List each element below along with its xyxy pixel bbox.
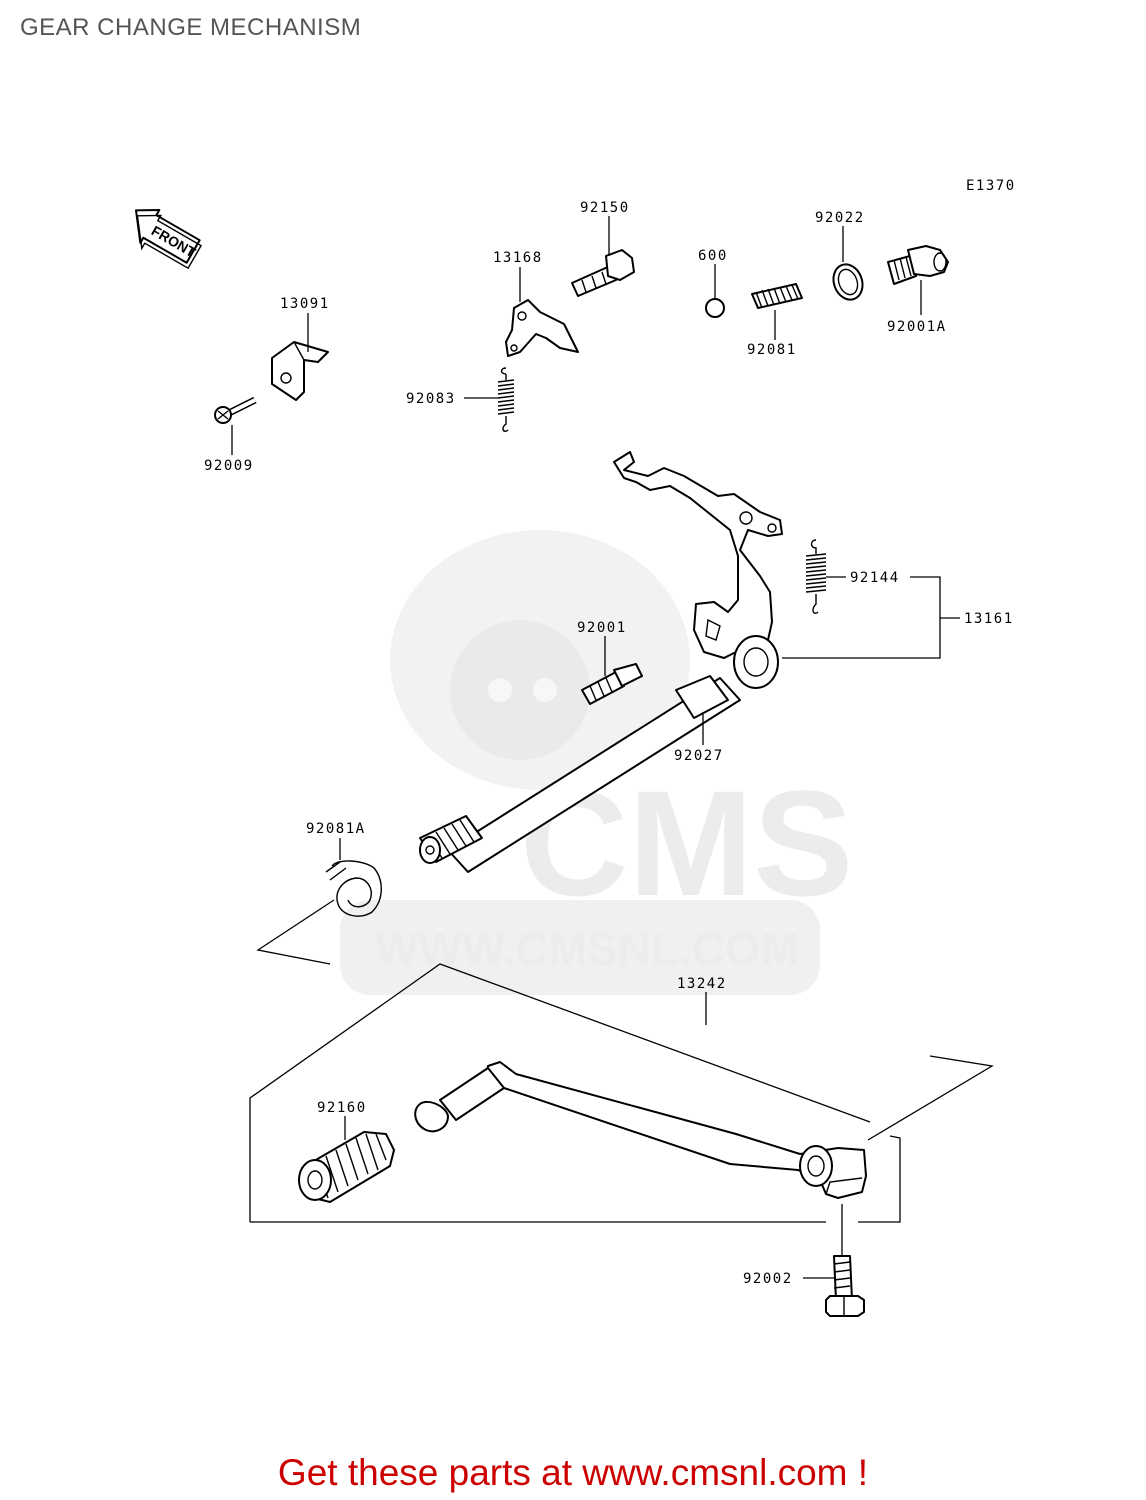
parts-diagram: CMS WWW.CMSNL.COM E1370 FRONT 13091 9200…	[135, 178, 1016, 1317]
part-92083-spring	[497, 367, 515, 433]
label-92144: 92144	[850, 570, 900, 586]
part-92001A-plug	[887, 245, 949, 285]
label-92001A: 92001A	[887, 319, 947, 335]
page-title: GEAR CHANGE MECHANISM	[20, 14, 362, 41]
watermark-url: WWW.CMSNL.COM	[375, 923, 799, 975]
label-92022: 92022	[815, 210, 865, 226]
part-600-ball	[705, 298, 725, 318]
label-92002: 92002	[743, 1271, 793, 1287]
label-92001: 92001	[577, 620, 627, 636]
part-92144-spring	[805, 539, 827, 614]
label-92009: 92009	[204, 458, 254, 474]
part-shift-pedal-lever	[414, 1061, 867, 1199]
assembly-13242-outline	[249, 899, 994, 1223]
label-92081A: 92081A	[306, 821, 366, 837]
label-13168: 13168	[493, 250, 543, 266]
label-13091: 13091	[280, 296, 330, 312]
front-arrow-icon: FRONT	[135, 209, 203, 270]
label-92083: 92083	[406, 391, 456, 407]
part-92009-screw	[214, 396, 257, 424]
label-600: 600	[698, 248, 728, 264]
part-92001-pin	[581, 663, 643, 705]
part-92160-pedal-rubber	[298, 1131, 395, 1203]
part-92150-bolt	[571, 249, 635, 297]
watermark: CMS WWW.CMSNL.COM	[340, 530, 853, 995]
part-13161-shift-shaft	[419, 451, 783, 873]
label-92027: 92027	[674, 748, 724, 764]
part-92081A-spring-clip	[325, 860, 382, 917]
label-13161: 13161	[964, 611, 1014, 627]
footer-link[interactable]: Get these parts at www.cmsnl.com !	[277, 1452, 869, 1493]
part-13168-lever	[505, 299, 579, 357]
part-13091-bracket	[271, 341, 329, 401]
diagram-code: E1370	[966, 178, 1016, 194]
label-13242: 13242	[677, 976, 727, 992]
part-92081-spring	[751, 283, 803, 309]
label-92081: 92081	[747, 342, 797, 358]
part-92002-bolt	[825, 1255, 865, 1317]
label-92160: 92160	[317, 1100, 367, 1116]
part-92022-washer	[832, 263, 864, 301]
label-92150: 92150	[580, 200, 630, 216]
